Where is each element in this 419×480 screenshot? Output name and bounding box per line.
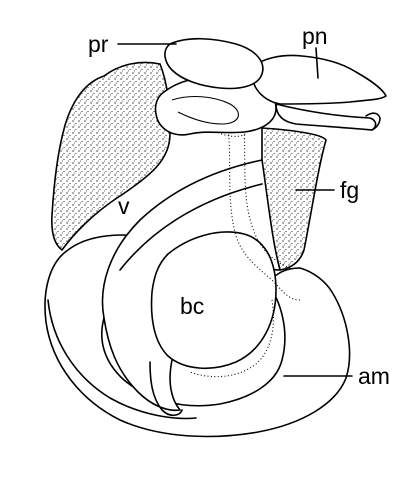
stippled-mass-left [51,61,171,252]
label-am: am [358,363,390,389]
label-pr: pr [88,31,109,57]
label-bc: bc [180,293,204,319]
pn-structure [251,54,387,105]
dotted-structure-3 [189,299,274,378]
label-pn: pn [302,23,328,49]
band-lower-line [47,299,197,420]
pn-shaft [275,103,377,131]
head-lower-lobe-inner [171,95,239,125]
label-fg: fg [340,177,359,203]
dotted-structure-1 [227,127,301,301]
bc-sac [150,231,277,370]
label-v: v [118,193,130,219]
band-inner-line [119,183,263,271]
tail-loop [149,361,183,417]
pn-tip [365,112,381,131]
pr-lobe [164,37,264,90]
pn-leader-line [315,47,319,79]
